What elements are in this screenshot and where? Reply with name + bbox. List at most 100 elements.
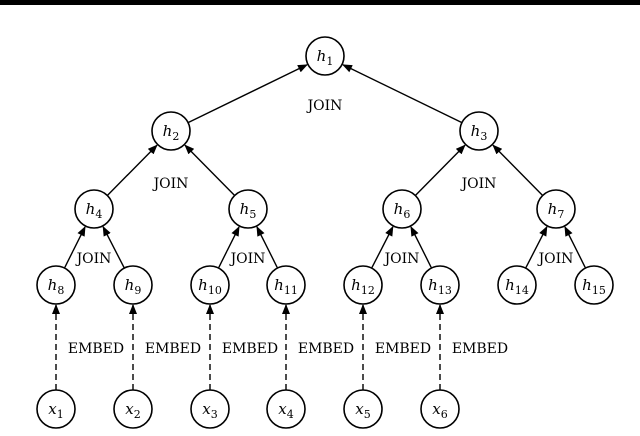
node-circle bbox=[74, 189, 114, 229]
join-edge-h6-h3 bbox=[414, 144, 466, 196]
node-label: h3 bbox=[471, 122, 488, 143]
node-circle bbox=[574, 265, 614, 305]
node-x3: x3 bbox=[190, 389, 230, 429]
join-edge-h4-h2 bbox=[106, 144, 158, 196]
node-h10: h10 bbox=[190, 265, 230, 305]
edge-layer bbox=[52, 64, 587, 390]
join-edge-h2-h1 bbox=[187, 64, 308, 124]
join-label-text: JOIN bbox=[75, 251, 112, 267]
embed-label-bg bbox=[296, 341, 356, 357]
join-edge-h10-h5 bbox=[217, 225, 240, 269]
node-h14: h14 bbox=[497, 265, 537, 305]
node-label: x1 bbox=[48, 400, 63, 421]
join-label-text: JOIN bbox=[383, 251, 420, 267]
embed-label-bg bbox=[220, 341, 280, 357]
node-h5: h5 bbox=[228, 189, 268, 229]
node-circle bbox=[113, 389, 153, 429]
node-circle bbox=[36, 389, 76, 429]
node-x1: x1 bbox=[36, 389, 76, 429]
embed-label: EMBED bbox=[450, 341, 510, 357]
node-label: h8 bbox=[48, 276, 65, 297]
join-label-text: JOIN bbox=[460, 176, 497, 192]
join-label-text: JOIN bbox=[152, 176, 189, 192]
node-label: h13 bbox=[428, 276, 452, 297]
node-label: x2 bbox=[125, 400, 140, 421]
join-label-bg bbox=[73, 251, 113, 267]
node-h9: h9 bbox=[113, 265, 153, 305]
join-label: JOIN bbox=[227, 251, 267, 267]
join-label-bg bbox=[304, 98, 344, 114]
join-label-text: JOIN bbox=[229, 251, 266, 267]
join-edge-h14-h7 bbox=[525, 225, 548, 269]
top-border bbox=[0, 0, 640, 5]
label-layer: JOIN JOIN JOIN JOIN JOIN JOIN JOIN EMBED EMBED EM… bbox=[66, 98, 575, 357]
node-label: h7 bbox=[548, 200, 565, 221]
node-x4: x4 bbox=[266, 389, 306, 429]
join-label-bg bbox=[150, 176, 190, 192]
node-h3: h3 bbox=[459, 111, 499, 151]
node-x5: x5 bbox=[343, 389, 383, 429]
embed-label-text: EMBED bbox=[452, 341, 508, 357]
node-circle bbox=[497, 265, 537, 305]
node-h12: h12 bbox=[343, 265, 383, 305]
node-circle bbox=[113, 265, 153, 305]
join-label: JOIN bbox=[304, 98, 344, 114]
embed-label-bg bbox=[450, 341, 510, 357]
node-h8: h8 bbox=[36, 265, 76, 305]
node-h6: h6 bbox=[382, 189, 422, 229]
node-label: h6 bbox=[394, 200, 411, 221]
embed-label-text: EMBED bbox=[145, 341, 201, 357]
join-label-text: JOIN bbox=[306, 98, 343, 114]
join-edge-h7-h3 bbox=[492, 144, 544, 196]
node-h1: h1 bbox=[305, 36, 345, 76]
join-edge-h9-h4 bbox=[102, 225, 125, 269]
node-circle bbox=[228, 189, 268, 229]
node-circle bbox=[151, 111, 191, 151]
node-label: x6 bbox=[432, 400, 447, 421]
embed-label: EMBED bbox=[66, 341, 126, 357]
node-h4: h4 bbox=[74, 189, 114, 229]
node-layer: h1 h2 h3 h4 h5 h6 h7 h8 h9 h10 h11 h12 h13 h14 h15 x1 x2… bbox=[36, 36, 614, 429]
join-label-bg bbox=[227, 251, 267, 267]
embed-label: EMBED bbox=[373, 341, 433, 357]
node-label: x5 bbox=[355, 400, 370, 421]
node-circle bbox=[266, 265, 306, 305]
node-circle bbox=[382, 189, 422, 229]
node-label: h11 bbox=[274, 276, 298, 297]
node-circle bbox=[343, 389, 383, 429]
join-label-bg bbox=[535, 251, 575, 267]
node-circle bbox=[420, 265, 460, 305]
node-label: h10 bbox=[198, 276, 222, 297]
node-label: h4 bbox=[86, 200, 103, 221]
node-circle bbox=[266, 389, 306, 429]
node-label: x4 bbox=[278, 400, 293, 421]
join-label-text: JOIN bbox=[537, 251, 574, 267]
node-label: h14 bbox=[505, 276, 529, 297]
join-edge-h3-h1 bbox=[342, 64, 463, 124]
node-circle bbox=[536, 189, 576, 229]
node-label: h15 bbox=[582, 276, 606, 297]
embed-label-text: EMBED bbox=[375, 341, 431, 357]
node-circle bbox=[190, 389, 230, 429]
node-circle bbox=[343, 265, 383, 305]
join-label-bg bbox=[381, 251, 421, 267]
embed-label: EMBED bbox=[296, 341, 356, 357]
embed-label-bg bbox=[373, 341, 433, 357]
node-label: h12 bbox=[351, 276, 375, 297]
join-label: JOIN bbox=[150, 176, 190, 192]
join-label: JOIN bbox=[535, 251, 575, 267]
node-x6: x6 bbox=[420, 389, 460, 429]
node-label: h2 bbox=[163, 122, 180, 143]
node-h13: h13 bbox=[420, 265, 460, 305]
join-label: JOIN bbox=[458, 176, 498, 192]
node-h2: h2 bbox=[151, 111, 191, 151]
join-edge-h12-h6 bbox=[371, 225, 394, 269]
join-edge-h11-h5 bbox=[256, 225, 279, 269]
embed-label: EMBED bbox=[220, 341, 280, 357]
embed-label-text: EMBED bbox=[298, 341, 354, 357]
node-circle bbox=[420, 389, 460, 429]
embed-label-bg bbox=[66, 341, 126, 357]
join-edge-h8-h4 bbox=[63, 225, 86, 269]
join-label: JOIN bbox=[73, 251, 113, 267]
node-circle bbox=[305, 36, 345, 76]
